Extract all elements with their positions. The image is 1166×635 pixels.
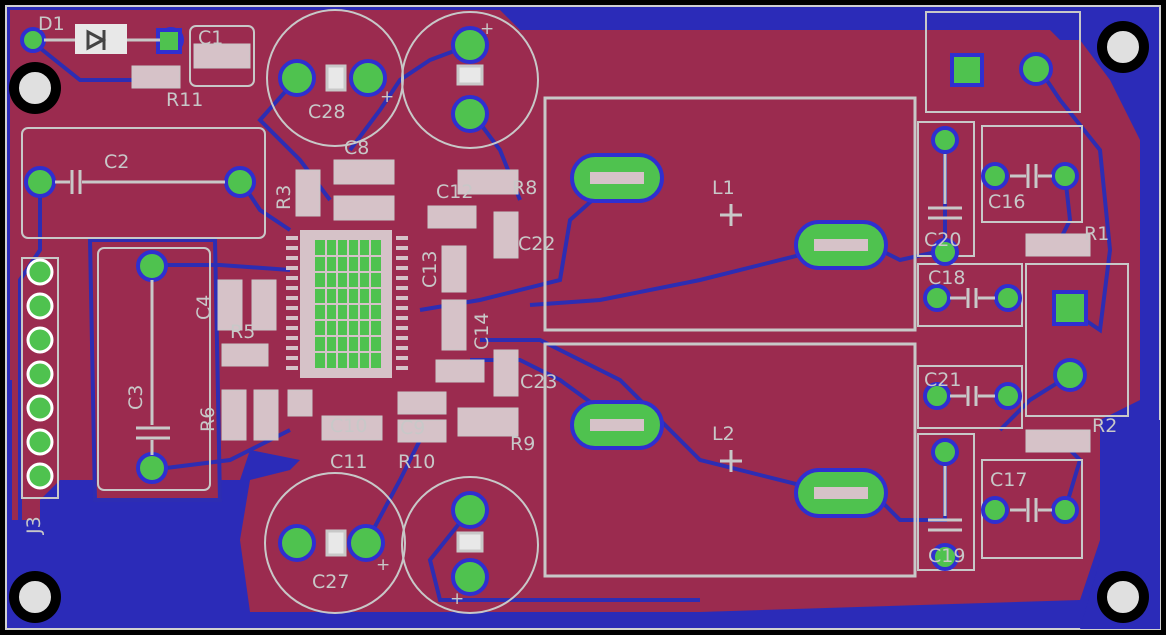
- label-c14: C14: [471, 313, 493, 350]
- label-c12: C12: [436, 181, 473, 203]
- label-c4: C4: [193, 295, 215, 320]
- label-c21: C21: [924, 369, 961, 391]
- label-c3: C3: [125, 385, 147, 410]
- label-plus-c28: +: [380, 87, 394, 107]
- bottom-traces: [18, 38, 1113, 602]
- inductor-outlines: [543, 96, 917, 578]
- smd-components: [131, 43, 1091, 453]
- label-c20: C20: [924, 229, 961, 251]
- label-c16: C16: [988, 191, 1025, 213]
- label-c9: C9: [400, 417, 425, 439]
- label-c2: C2: [104, 151, 129, 173]
- label-c13: C13: [419, 251, 441, 288]
- label-l1: L1: [712, 177, 735, 199]
- inductor-l2-outline: [543, 342, 917, 578]
- label-c18: C18: [928, 267, 965, 289]
- electrolytic-capacitors: [264, 9, 539, 614]
- header-j3: [21, 257, 59, 499]
- mounting-holes: [9, 21, 1149, 623]
- label-plus-c27: +: [376, 555, 390, 575]
- copper-island-bottom: [1080, 420, 1160, 629]
- label-c23: C23: [520, 371, 557, 393]
- diode-d1: [44, 24, 160, 54]
- label-r8: R8: [512, 177, 537, 199]
- label-l2: L2: [712, 423, 735, 445]
- label-r5: R5: [230, 321, 255, 343]
- label-r11: R11: [166, 89, 203, 111]
- label-c10: C10: [330, 415, 367, 437]
- inductor-pads: [570, 153, 888, 518]
- label-d1: D1: [38, 13, 65, 35]
- ic-u1: [286, 230, 408, 378]
- label-c27: C27: [312, 571, 349, 593]
- silk-capacitor-symbols: [55, 64, 1052, 557]
- label-r3: R3: [273, 185, 295, 210]
- inductor-l1-outline: [543, 96, 917, 332]
- label-c17: C17: [990, 469, 1027, 491]
- top-copper-pour: [10, 10, 1140, 612]
- label-r9: R9: [510, 433, 535, 455]
- label-r10: R10: [398, 451, 435, 473]
- label-plus-bottom: +: [450, 589, 464, 609]
- copper-island-top: [500, 10, 1080, 40]
- square-pads: [156, 28, 1088, 326]
- label-c8: C8: [344, 137, 369, 159]
- label-r1: R1: [1084, 223, 1109, 245]
- left-copper-region: [87, 238, 223, 502]
- label-c19: C19: [928, 545, 965, 567]
- label-c28: C28: [308, 101, 345, 123]
- label-c22: C22: [518, 233, 555, 255]
- label-r2: R2: [1092, 415, 1117, 437]
- label-r6: R6: [197, 407, 219, 432]
- component-labels: D1 C1 R11 C28 C2 C8 R3 C12 R8 C22 L1 L2 …: [23, 13, 1117, 609]
- label-plus-top: +: [480, 19, 494, 39]
- label-c11: C11: [330, 451, 367, 473]
- label-c1: C1: [198, 27, 223, 49]
- label-j3: J3: [23, 516, 45, 535]
